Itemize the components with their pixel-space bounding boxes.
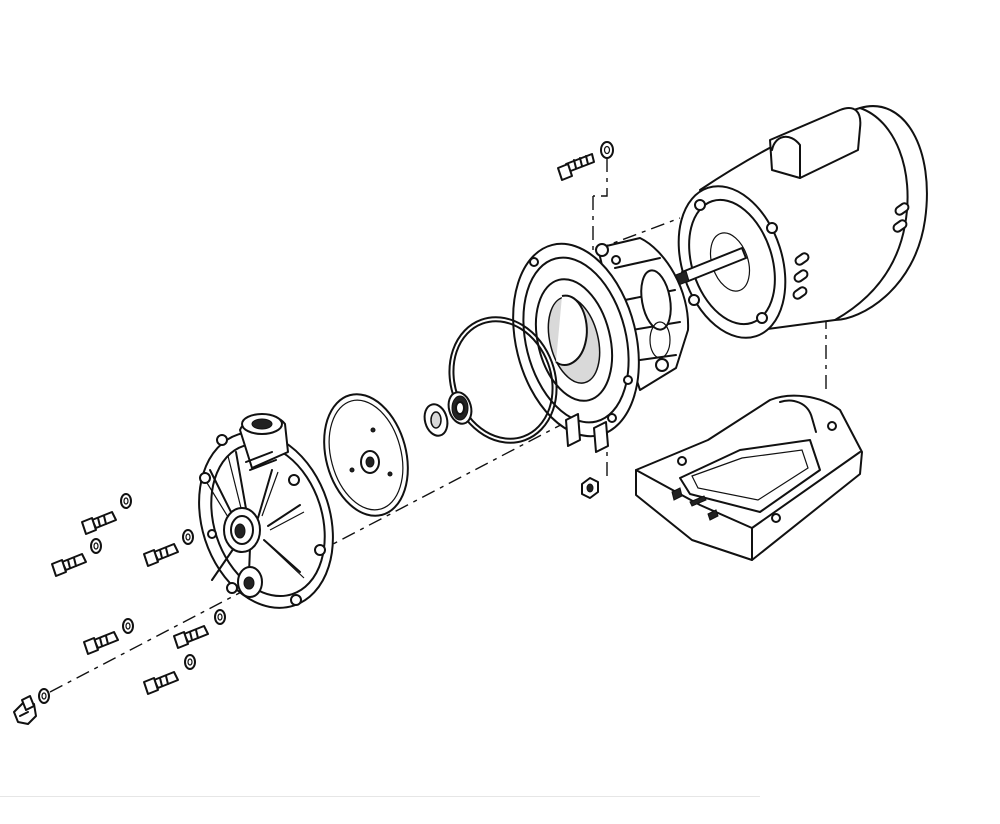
seal-plate-bolt: [557, 141, 614, 181]
washer: [214, 609, 226, 625]
housing-bolt: [143, 543, 179, 567]
housing-bolt: [173, 625, 209, 649]
drain-plug: [13, 695, 37, 725]
hex-nut: [581, 477, 599, 499]
base: [635, 394, 863, 561]
seal-plate: [512, 237, 690, 453]
washer: [182, 529, 194, 545]
shaft-seal: [423, 391, 473, 437]
footer-divider: [0, 796, 760, 797]
impeller: [323, 393, 409, 517]
housing-bolt: [83, 631, 119, 655]
housing-bolt: [81, 511, 117, 535]
housing-bolts: [51, 511, 209, 695]
housing-bolt: [143, 671, 179, 695]
pump-housing: [198, 413, 334, 609]
washers: [38, 493, 226, 704]
housing-bolt: [51, 553, 87, 577]
washer: [184, 654, 196, 670]
washer: [38, 688, 50, 704]
washer: [90, 538, 102, 554]
motor: [667, 105, 928, 339]
washer: [122, 618, 134, 634]
washer: [120, 493, 132, 509]
